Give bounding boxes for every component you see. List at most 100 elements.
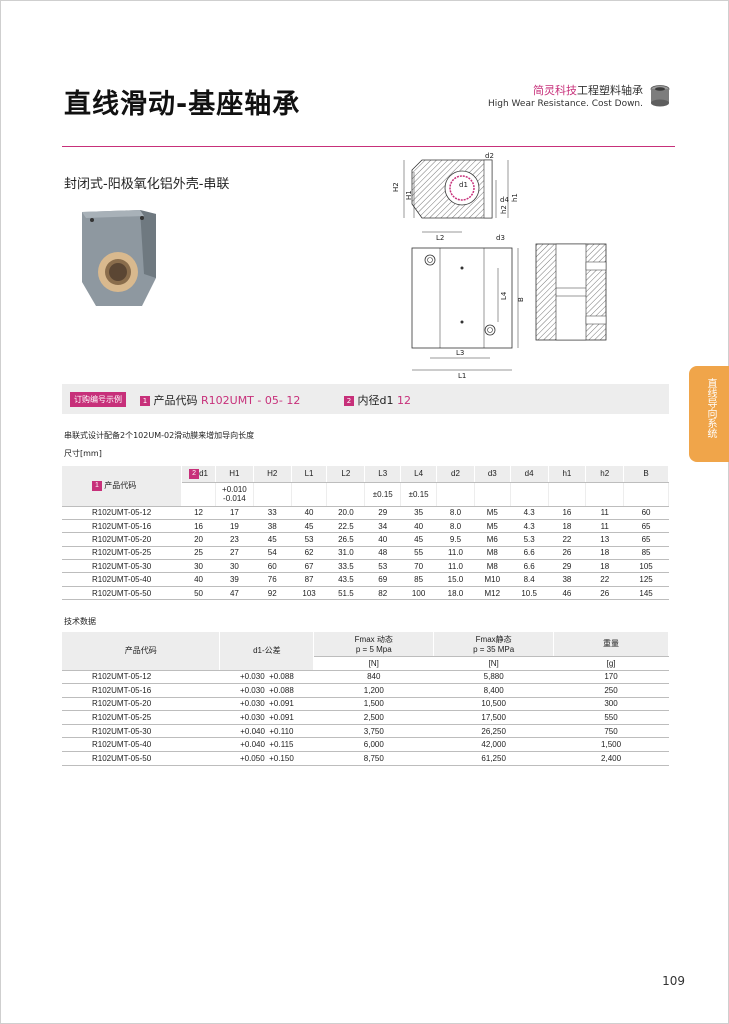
tech-value-cell: 1,200 [313, 683, 434, 698]
dims-tolerance-cell [291, 482, 328, 507]
dimension-cell: 50 [181, 586, 216, 601]
brand-block: 简灵科技工程塑料轴承 High Wear Resistance. Cost Do… [488, 82, 643, 109]
brand-cn-rest: 工程塑料轴承 [577, 84, 643, 97]
dimension-cell: 30 [215, 559, 254, 574]
dimension-cell: 16 [548, 506, 586, 520]
dimension-cell: 11 [585, 519, 624, 534]
dimension-cell: 6.6 [510, 546, 549, 561]
tech-value-cell: 2,500 [313, 710, 434, 725]
label-H1: H1 [405, 190, 413, 200]
order-product-code-value: R102UMT - 05- 12 [201, 394, 301, 407]
dimension-cell: 51.5 [326, 586, 365, 601]
dimension-cell: 31.0 [326, 546, 365, 561]
dimension-cell: M12 [474, 586, 511, 601]
dimension-cell: 29 [364, 506, 401, 520]
tech-value-cell: 3,750 [313, 724, 434, 739]
tech-value-cell: +0.040 +0.115 [219, 737, 314, 753]
tech-value-cell: +0.030 +0.091 [219, 710, 314, 725]
dimension-cell: 6.6 [510, 559, 549, 574]
dimension-cell: 29 [548, 559, 586, 574]
dimension-cell: 40 [181, 572, 216, 587]
dims-tolerance-cell: ±0.15 [364, 482, 402, 507]
dimension-cell: 30 [181, 559, 216, 574]
dimension-cell: 11.0 [436, 559, 475, 574]
dimension-cell: 8.4 [510, 572, 549, 587]
dimension-cell: 34 [364, 519, 401, 534]
bearing-logo-icon [650, 85, 670, 107]
label-d4: d4 [500, 196, 509, 204]
tech-value-cell: 250 [553, 683, 669, 698]
dimensions-label: 尺寸[mm] [64, 449, 102, 458]
dimension-cell: 26 [585, 586, 624, 601]
header-rule [62, 146, 675, 147]
page-title: 直线滑动-基座轴承 [64, 89, 301, 120]
tech-value-cell: +0.050 +0.150 [219, 751, 314, 766]
dims-header-h2: h2 [585, 466, 625, 483]
dimension-cell: 92 [253, 586, 292, 601]
brand-cn: 简灵科技工程塑料轴承 [488, 82, 643, 98]
dimension-cell: 103 [291, 586, 327, 601]
dimension-cell: 48 [364, 546, 401, 561]
dimension-cell: 18 [585, 546, 624, 561]
top-view-drawing: L3 L1 L4 B [411, 247, 525, 380]
dimension-cell: 18.0 [436, 586, 475, 601]
dimension-cell: 45 [400, 532, 437, 547]
product-subtitle: 封闭式-阳极氧化铝外壳-串联 [64, 177, 230, 192]
label-h2: h2 [500, 205, 508, 214]
dimension-cell: 125 [623, 572, 669, 587]
dimension-cell: 26 [548, 546, 586, 561]
dimension-cell: M10 [474, 572, 511, 587]
side-section-drawing [535, 243, 607, 341]
dimension-cell: 87 [291, 572, 327, 587]
dimension-cell: 145 [623, 586, 669, 601]
tech-value-cell: +0.040 +0.110 [219, 724, 314, 739]
page-number: 109 [662, 974, 685, 988]
dimension-cell: 26.5 [326, 532, 365, 547]
dims-tolerance-cell [585, 482, 625, 507]
dimension-cell: 33.5 [326, 559, 365, 574]
dimension-cell: 33 [253, 506, 292, 520]
dimension-cell: 55 [400, 546, 437, 561]
tech-value-cell: 300 [553, 697, 669, 712]
product-code-cell: R102UMT-05-25 [62, 546, 182, 561]
dimension-cell: 40 [364, 532, 401, 547]
section-tab-linear-guide[interactable]: 直线导向系统 [689, 366, 729, 462]
dims-header-code-label: 产品代码 [104, 481, 137, 491]
product-code-cell: R102UMT-05-12 [62, 670, 220, 685]
tech-value-cell: 6,000 [313, 737, 434, 753]
dims-tolerance-cell [548, 482, 587, 507]
dimension-cell: 12 [181, 506, 216, 520]
dims-header-d4: d4 [510, 466, 549, 483]
dims-header-h1: h1 [548, 466, 587, 483]
dimension-cell: 8.0 [436, 519, 475, 534]
dims-header-L4: L4 [400, 466, 438, 483]
dimension-cell: 38 [548, 572, 586, 587]
tech-value-cell: 26,250 [433, 724, 554, 739]
dimension-cell: M5 [474, 519, 511, 534]
dims-header-code: 1 产品代码 [62, 466, 183, 507]
dimension-cell: 17 [215, 506, 254, 520]
dims-tolerance-cell: +0.010 -0.014 [215, 482, 254, 507]
dims-tolerance-cell [510, 482, 549, 507]
dimension-cell: 85 [623, 546, 669, 561]
dimension-cell: 11.0 [436, 546, 475, 561]
tech-value-cell: 5,880 [433, 670, 554, 685]
product-code-cell: R102UMT-05-20 [62, 532, 182, 547]
dims-header-B: B [623, 466, 669, 483]
product-code-cell: R102UMT-05-25 [62, 710, 220, 725]
tech-unit-static: [N] [433, 656, 555, 671]
label-d3: d3 [496, 234, 505, 242]
dims-header-badge-2: 2 [189, 468, 200, 479]
tech-value-cell: 170 [553, 670, 669, 685]
brand-cn-pink: 简灵科技 [533, 84, 577, 97]
dimension-cell: 22 [548, 532, 586, 547]
